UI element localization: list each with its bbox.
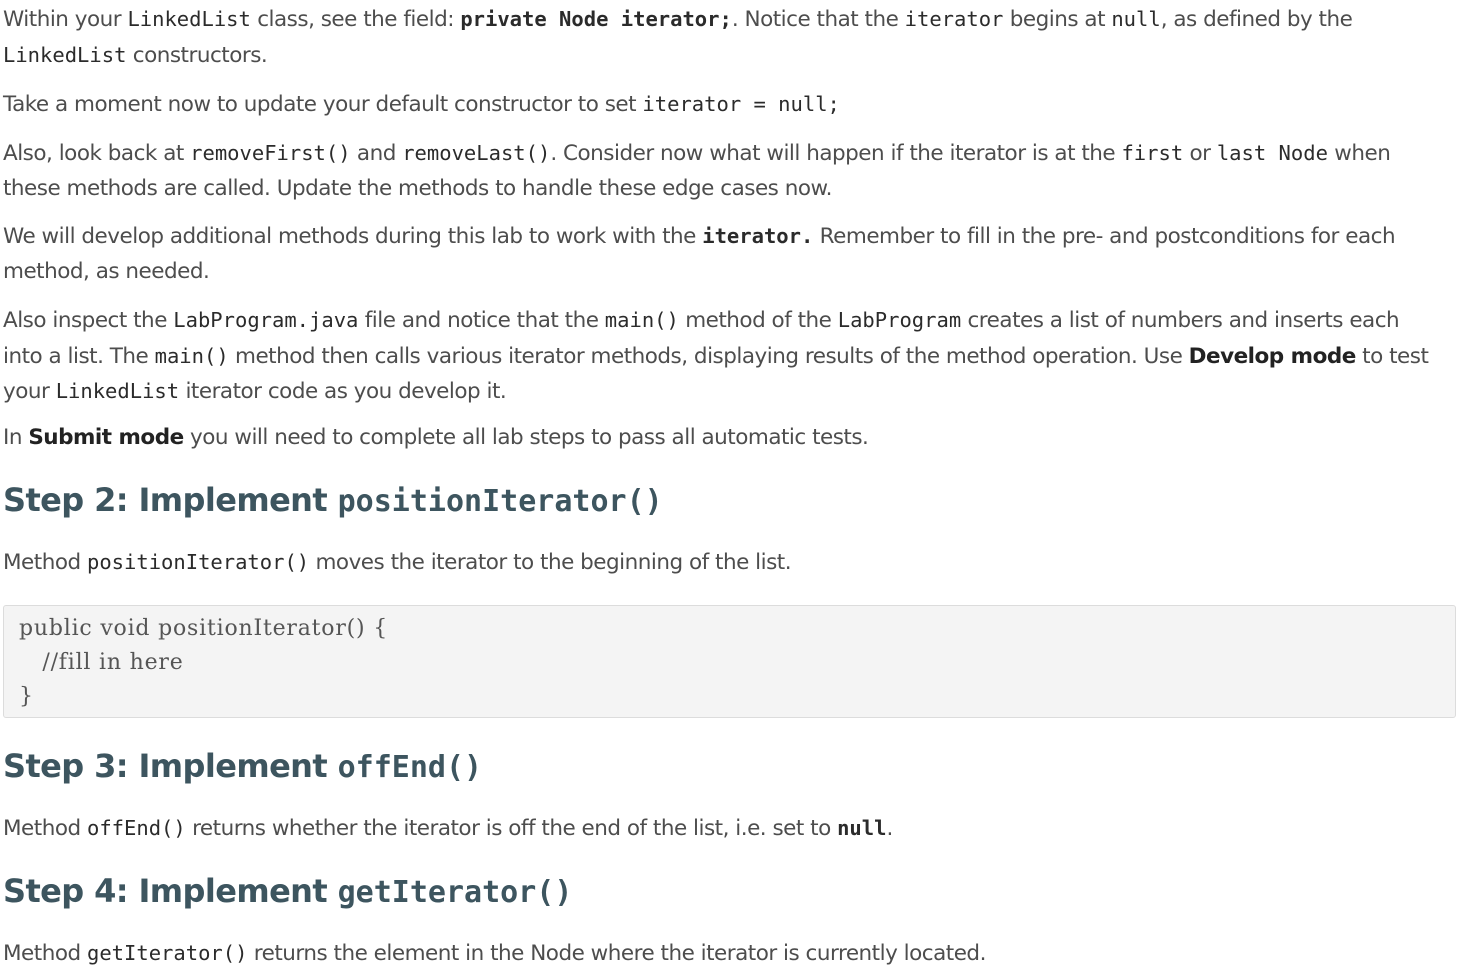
inline-code: null <box>1111 7 1161 31</box>
text: Remember to fill in the pre- and postcon… <box>813 224 1396 249</box>
text: returns the element in the Node where th… <box>247 941 987 966</box>
step-4-heading: Step 4: Implement getIterator() <box>3 870 572 914</box>
text: class, see the field: <box>250 7 461 32</box>
heading-code: positionIterator() <box>337 484 663 519</box>
inline-code: last Node <box>1216 141 1328 165</box>
text: and <box>350 141 403 166</box>
default-constructor-paragraph: Take a moment now to update your default… <box>3 87 840 123</box>
code-line: } <box>19 684 34 709</box>
text: when <box>1327 141 1391 166</box>
inline-code: LinkedList <box>55 379 180 403</box>
text: begins at <box>1003 7 1112 32</box>
text: file and notice that the <box>358 308 605 333</box>
inline-code: getIterator() <box>86 941 248 965</box>
submit-mode-emphasis: Submit mode <box>28 425 184 450</box>
inline-code: iterator. <box>702 224 814 248</box>
iterator-field-paragraph: Within your LinkedList class, see the fi… <box>3 2 1353 73</box>
heading-text: Step 2: Implement <box>3 481 338 519</box>
remove-methods-paragraph: Also, look back at removeFirst() and rem… <box>3 136 1391 206</box>
text: creates a list of numbers and inserts ea… <box>961 308 1400 333</box>
inline-code: first <box>1121 141 1184 165</box>
text: Take a moment now to update your default… <box>3 92 643 117</box>
step-3-heading: Step 3: Implement offEnd() <box>3 745 482 789</box>
code-line: //fill in here <box>19 650 184 675</box>
text: method of the <box>678 308 838 333</box>
inline-code: removeLast() <box>402 141 551 165</box>
develop-mode-emphasis: Develop mode <box>1188 343 1357 369</box>
text: . Notice that the <box>731 7 905 32</box>
inline-code: offEnd() <box>86 816 186 840</box>
step-4-description: Method getIterator() returns the element… <box>3 936 986 972</box>
inline-code: iterator = null; <box>642 92 840 116</box>
text: . <box>886 816 893 841</box>
inline-code: positionIterator() <box>86 550 310 574</box>
text: iterator code as you develop it. <box>179 379 507 404</box>
text: Also inspect the <box>3 308 174 333</box>
step-3-description: Method offEnd() returns whether the iter… <box>3 811 893 847</box>
heading-text: Step 4: Implement <box>3 872 338 910</box>
additional-methods-paragraph: We will develop additional methods durin… <box>3 219 1396 289</box>
text: returns whether the iterator is off the … <box>185 816 838 841</box>
text: We will develop additional methods durin… <box>3 224 703 249</box>
text: Method <box>3 941 87 966</box>
labprogram-paragraph: Also inspect the LabProgram.java file an… <box>3 303 1429 410</box>
inline-code: null <box>837 816 887 840</box>
text: Also, look back at <box>3 141 191 166</box>
text: constructors. <box>126 42 268 68</box>
inline-code: LabProgram <box>837 308 962 332</box>
text: , as defined by the <box>1160 7 1353 32</box>
heading-text: Step 3: Implement <box>3 747 338 785</box>
text: to test <box>1355 343 1429 369</box>
inline-code: private Node iterator; <box>460 7 732 31</box>
text: into a list. The <box>3 343 155 369</box>
heading-code: offEnd() <box>337 750 483 785</box>
text: . Consider now what will happen if the i… <box>550 141 1122 166</box>
text: Method <box>3 550 87 575</box>
inline-code: removeFirst() <box>190 141 351 165</box>
submit-mode-paragraph: In Submit mode you will need to complete… <box>3 421 869 456</box>
text: method then calls various iterator metho… <box>228 343 1189 369</box>
inline-code: LinkedList <box>127 7 251 31</box>
heading-code: getIterator() <box>337 875 573 910</box>
inline-code: LinkedList <box>3 42 127 67</box>
text: moves the iterator to the beginning of t… <box>309 550 792 575</box>
inline-code: LabProgram.java <box>173 308 359 332</box>
text: you will need to complete all lab steps … <box>183 425 869 450</box>
inline-code: main() <box>154 343 229 368</box>
step-2-heading: Step 2: Implement positionIterator() <box>3 479 663 523</box>
text: Method <box>3 816 87 841</box>
text: Within your <box>3 7 128 32</box>
text: your <box>3 379 56 404</box>
text: or <box>1183 141 1217 166</box>
code-line: public void positionIterator() { <box>19 616 388 641</box>
text: In <box>3 425 29 450</box>
text: method, as needed. <box>3 258 210 284</box>
text: these methods are called. Update the met… <box>3 175 832 201</box>
inline-code: main() <box>604 308 679 332</box>
step-2-description: Method positionIterator() moves the iter… <box>3 545 792 581</box>
inline-code: iterator <box>904 7 1004 31</box>
code-block: public void positionIterator() { //fill … <box>3 605 1456 718</box>
